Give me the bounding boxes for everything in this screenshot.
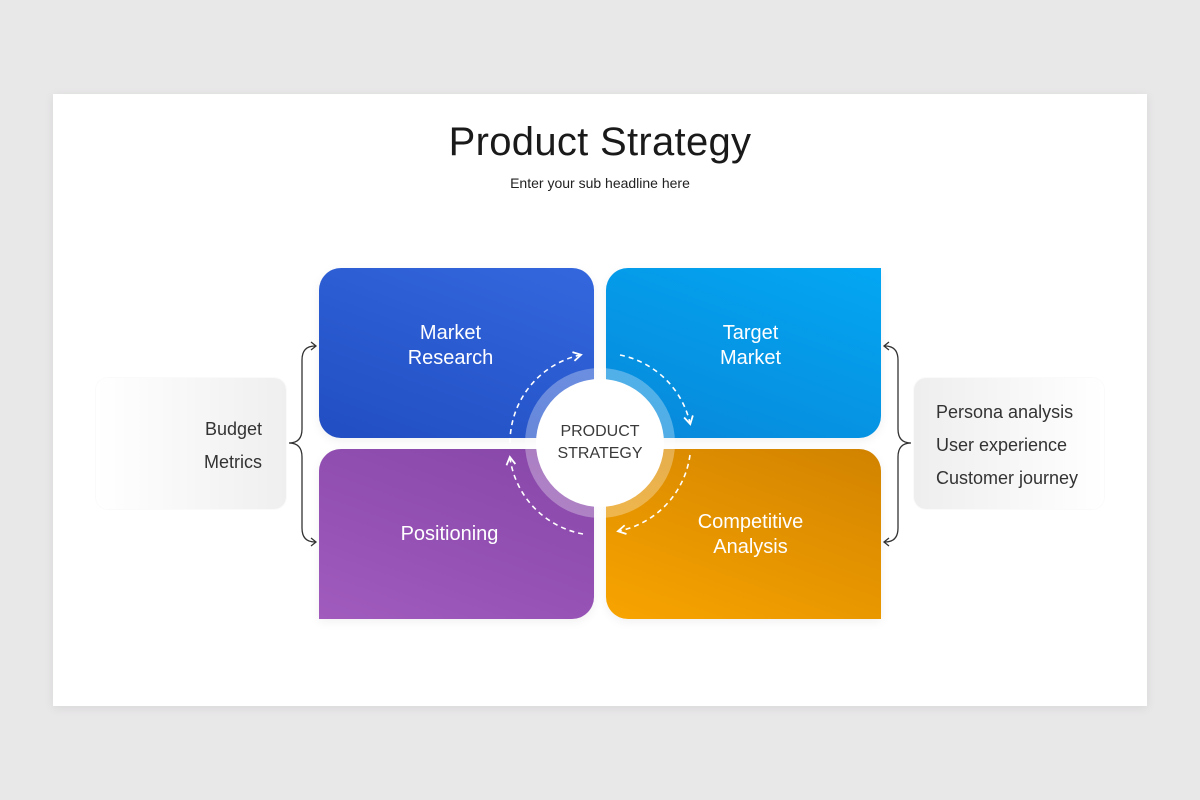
quadrant-market-research-line2: Research (407, 346, 494, 369)
quadrant-market-research: Market Research (319, 268, 594, 438)
left-panel-item-budget: Budget (204, 419, 262, 439)
center-label-line1: PRODUCT (560, 423, 640, 440)
left-info-panel: Budget Metrics (96, 378, 286, 509)
quadrant-target-market-line1: Target (722, 321, 779, 344)
quadrant-competitive-analysis-line2: Analysis (713, 535, 788, 558)
quadrant-target-market: Target Market (606, 268, 881, 438)
right-panel-item-persona: Persona analysis (936, 402, 1074, 422)
center-label-line2: STRATEGY (557, 445, 643, 462)
left-brace-icon (288, 341, 318, 547)
quadrant-market-research-line1: Market (419, 321, 482, 344)
left-panel-item-metrics: Metrics (204, 452, 262, 472)
center-circle: PRODUCT STRATEGY (536, 379, 664, 507)
right-brace-icon (882, 341, 912, 547)
page-title: Product Strategy (448, 120, 752, 164)
right-panel-item-ux: User experience (936, 435, 1068, 455)
quadrant-competitive-analysis-line1: Competitive (697, 510, 804, 533)
quadrant-positioning-line1: Positioning (400, 522, 499, 545)
right-info-panel: Persona analysis User experience Custome… (914, 378, 1104, 509)
slide: Product Strategy Enter your sub headline… (53, 94, 1147, 706)
right-panel-item-journey: Customer journey (936, 468, 1079, 488)
page-subtitle: Enter your sub headline here (510, 175, 690, 191)
quadrant-target-market-line2: Market (719, 346, 782, 369)
